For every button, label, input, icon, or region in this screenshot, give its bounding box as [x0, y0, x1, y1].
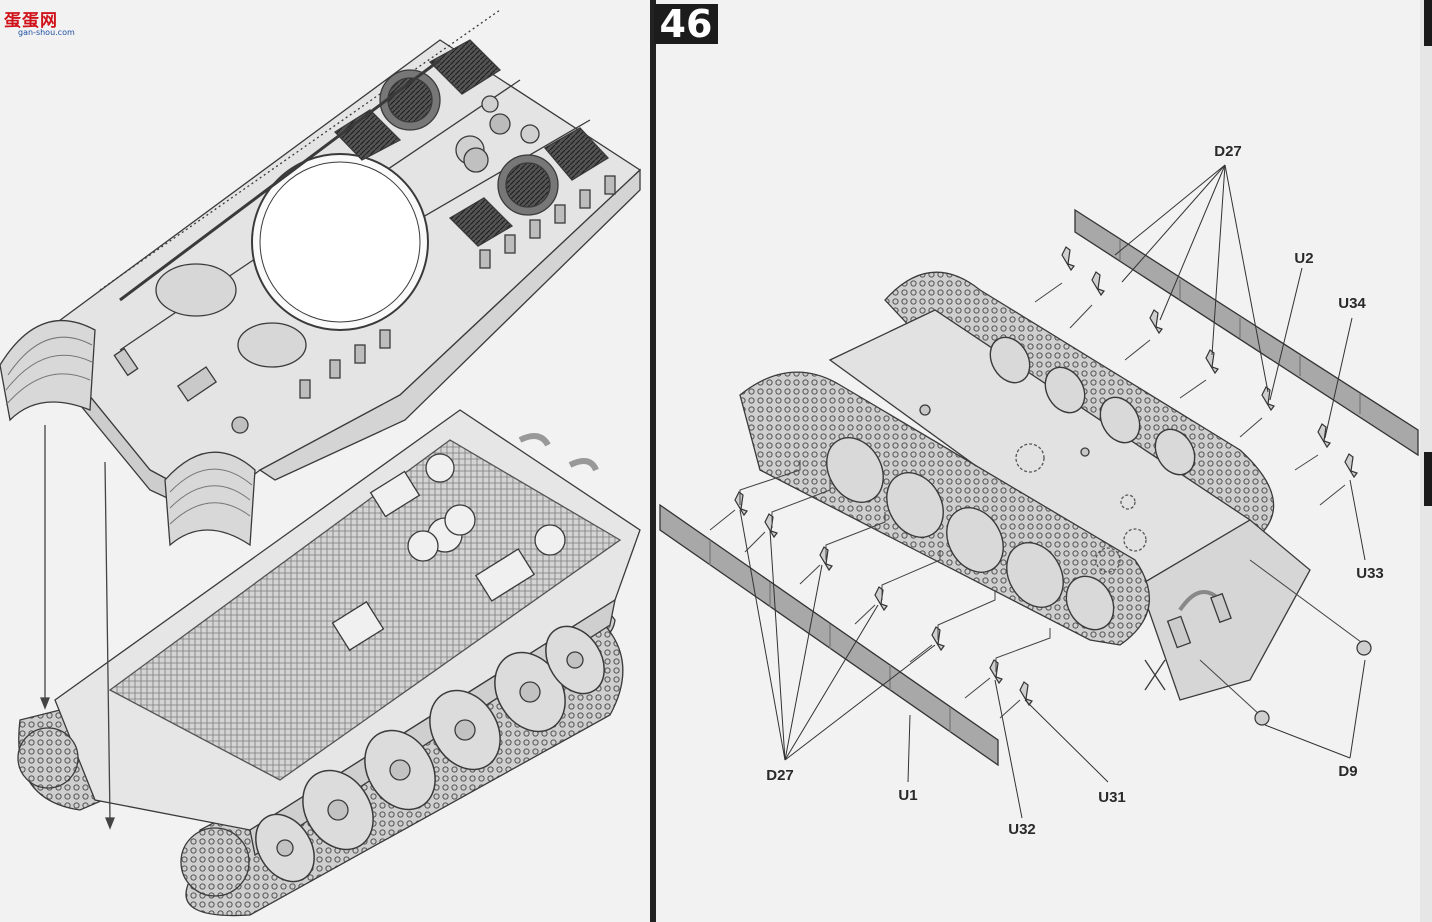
label-u33: U33 — [1356, 565, 1384, 582]
far-side-arrows — [1034, 282, 1366, 716]
panel-divider — [650, 0, 656, 922]
upper-hull — [0, 9, 642, 547]
label-u2: U2 — [1294, 250, 1313, 267]
label-d27-bottom: D27 — [766, 767, 794, 784]
page-edge-mark — [1424, 452, 1432, 506]
left-assembly-arrows — [40, 425, 115, 830]
near-side-arrows — [709, 460, 1051, 719]
leader-lines — [739, 164, 1366, 819]
site-logo: 蛋蛋网 — [4, 11, 58, 31]
label-u34: U34 — [1338, 295, 1366, 312]
label-u1: U1 — [898, 787, 917, 804]
site-logo-url: gan-shou.com — [18, 28, 75, 37]
label-d27-top: D27 — [1214, 143, 1242, 160]
side-skirts — [659, 208, 1419, 767]
label-u31: U31 — [1098, 789, 1126, 806]
label-u32: U32 — [1008, 821, 1036, 838]
page-edge-mark — [1424, 0, 1432, 46]
skirt-u2 — [1074, 208, 1419, 457]
lower-hull — [17, 409, 641, 917]
far-side-brackets — [1061, 246, 1358, 479]
step-number-badge: 46 — [654, 4, 718, 44]
skirt-u1 — [659, 503, 999, 767]
label-d9: D9 — [1338, 763, 1357, 780]
hull-underside — [739, 271, 1311, 701]
